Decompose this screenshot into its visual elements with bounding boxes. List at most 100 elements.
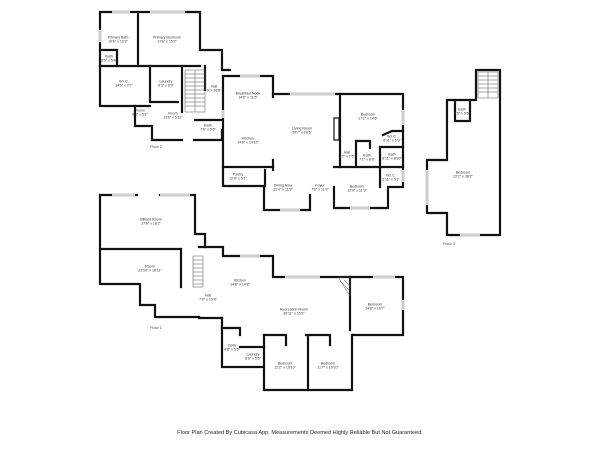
room-dimensions: 14'6" x 14'10" <box>237 141 259 145</box>
room-name: Bath <box>228 343 236 348</box>
floor-1-lower-walls <box>98 193 405 392</box>
room-dimensions: 5'5" x 5'4" <box>101 59 117 63</box>
room-dimensions: 12'2" x 19'10" <box>274 366 296 370</box>
room-dimensions: 22'2" x 38'2" <box>453 175 473 179</box>
room-name: Primary Bedroom <box>153 35 181 40</box>
room-name: W.I.C. <box>119 79 129 84</box>
room-name: W.I.C. <box>387 134 397 139</box>
room-dimensions: 6'6" x 5'5" <box>245 357 261 361</box>
room-dimensions: 22'10" x 16'11" <box>138 269 162 273</box>
room-label: W.I.C.6'11" x 5'1" <box>382 174 399 183</box>
floor-label: Floor 3 <box>443 242 455 246</box>
room-dimensions: 12'4" x 11'9" <box>273 188 293 192</box>
floor-1-lower-stairs <box>192 255 351 297</box>
room-name: Breakfast Nook <box>235 91 261 96</box>
room-name: Bedroom <box>360 112 376 117</box>
room-dimensions: 6'11" x 5'1" <box>382 178 400 182</box>
room-dimensions: 4'8" x 5'5" <box>224 348 240 352</box>
room-dimensions: 7'8" x 19'8" <box>199 298 217 302</box>
room-name: Dining Area <box>273 183 293 188</box>
room-name: Pantry <box>232 172 244 177</box>
room-dimensions: 17'6" x 15'2" <box>157 40 177 44</box>
floor-2-walls <box>98 10 232 142</box>
floor-3-stairs <box>477 71 499 99</box>
room-label: W.I.C.6'11" x 5'9" <box>383 135 400 144</box>
room-name: Hall <box>343 150 351 155</box>
room-dimensions: 6'11" x 8'10" <box>382 157 402 161</box>
room-name: Bedroom <box>455 170 471 175</box>
room-dimensions: 11'7" x 19'10" <box>317 366 339 370</box>
room-name: Kitchen <box>234 278 246 283</box>
room-name: Laundry <box>246 352 260 357</box>
room-name: Bedroom <box>320 361 336 366</box>
room-name: Hall <box>204 293 212 298</box>
room-dimensions: 14'6" x 11'5" <box>238 96 258 100</box>
floor-2-stairs <box>184 69 206 113</box>
room-name: Living Room <box>292 126 312 131</box>
disclaimer-footer: Floor Plan Created By Cubicasa App. Meas… <box>177 430 423 436</box>
room-dimensions: 12'9" x 11'9" <box>347 189 367 193</box>
room-dimensions: 7'1" x 8'8" <box>359 158 375 162</box>
room-name: Room <box>135 108 145 113</box>
room-dimensions: 17'6" x 18'2" <box>141 222 161 226</box>
room-name: Foyer <box>315 183 325 188</box>
room-name: Room <box>145 264 155 269</box>
room-dimensions: 20'7" x 20'6" <box>292 131 312 135</box>
room-name: Primary Bath <box>107 35 129 40</box>
room-name: Hall <box>210 84 218 89</box>
room-name: Bath <box>363 153 371 158</box>
room-name: Bedroom <box>277 361 293 366</box>
room-dimensions: 9' x 16'6" <box>206 89 222 93</box>
room-dimensions: 6'8" x 5'1" <box>132 113 148 117</box>
room-dimensions: 11'6" x 5'11" <box>163 116 183 120</box>
room-dimensions: 36'11" x 16'3" <box>283 312 305 316</box>
room-name: W.I.C. <box>386 173 396 178</box>
room-name: Laundry <box>159 79 173 84</box>
room-dimensions: 3'7" x 7'6" <box>339 155 355 159</box>
floor-1-main-walls <box>221 74 405 212</box>
room-name: Bedroom <box>349 184 365 189</box>
room-name: Bath <box>458 107 466 112</box>
room-dimensions: 10'6" x 10'2" <box>108 40 128 44</box>
room-name: Bedroom <box>367 302 383 307</box>
room-name: Bath <box>204 123 212 128</box>
room-dimensions: 14'5" x 9'7" <box>115 84 133 88</box>
room-dimensions: 7'6" x 5'6" <box>200 128 216 132</box>
room-dimensions: 6'5" x 5'5" <box>454 112 470 116</box>
floor-label: Floor 1 <box>150 326 162 330</box>
room-name: Room <box>168 111 178 116</box>
room-name: Billiard Room <box>140 217 162 222</box>
floor-3-walls <box>425 68 502 237</box>
room-label: W.I.C.14'5" x 9'7" <box>115 80 133 89</box>
room-dimensions: 6'11" x 5'9" <box>383 139 401 143</box>
room-dimensions: 17'2" x 14'6" <box>358 117 378 121</box>
